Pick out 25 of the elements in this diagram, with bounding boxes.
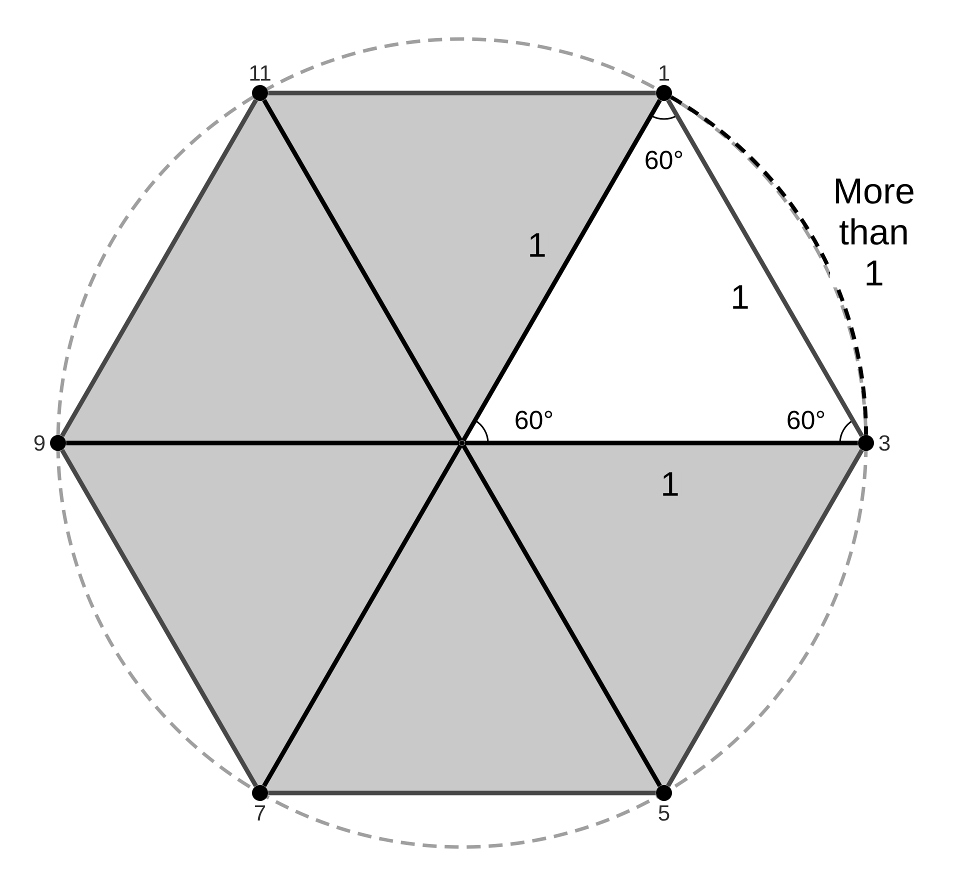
- line: [268, 90, 656, 96]
- point-label: 11: [250, 65, 270, 81]
- line: [464, 440, 858, 446]
- line: [268, 790, 656, 796]
- angle-label: 60°: [646, 150, 682, 170]
- line: [66, 440, 460, 446]
- point-label: 9: [34, 435, 45, 451]
- point-label: 1: [660, 65, 670, 81]
- point-label: 7: [255, 805, 266, 821]
- edge-label: More than 1: [830, 176, 918, 288]
- angle-label: 60°: [516, 410, 552, 430]
- edge-label: 1: [728, 283, 752, 311]
- line: [262, 98, 463, 442]
- point: [460, 440, 464, 446]
- point-label: 5: [658, 805, 670, 821]
- edge-label: 1: [526, 231, 548, 259]
- angle-label: 60°: [788, 410, 824, 430]
- line: [262, 444, 463, 788]
- line: [60, 98, 258, 438]
- line: [461, 444, 662, 788]
- line: [666, 448, 864, 788]
- edge-label: 1: [658, 470, 682, 498]
- point-label: 3: [879, 435, 890, 451]
- line: [461, 98, 662, 442]
- line: [60, 448, 258, 788]
